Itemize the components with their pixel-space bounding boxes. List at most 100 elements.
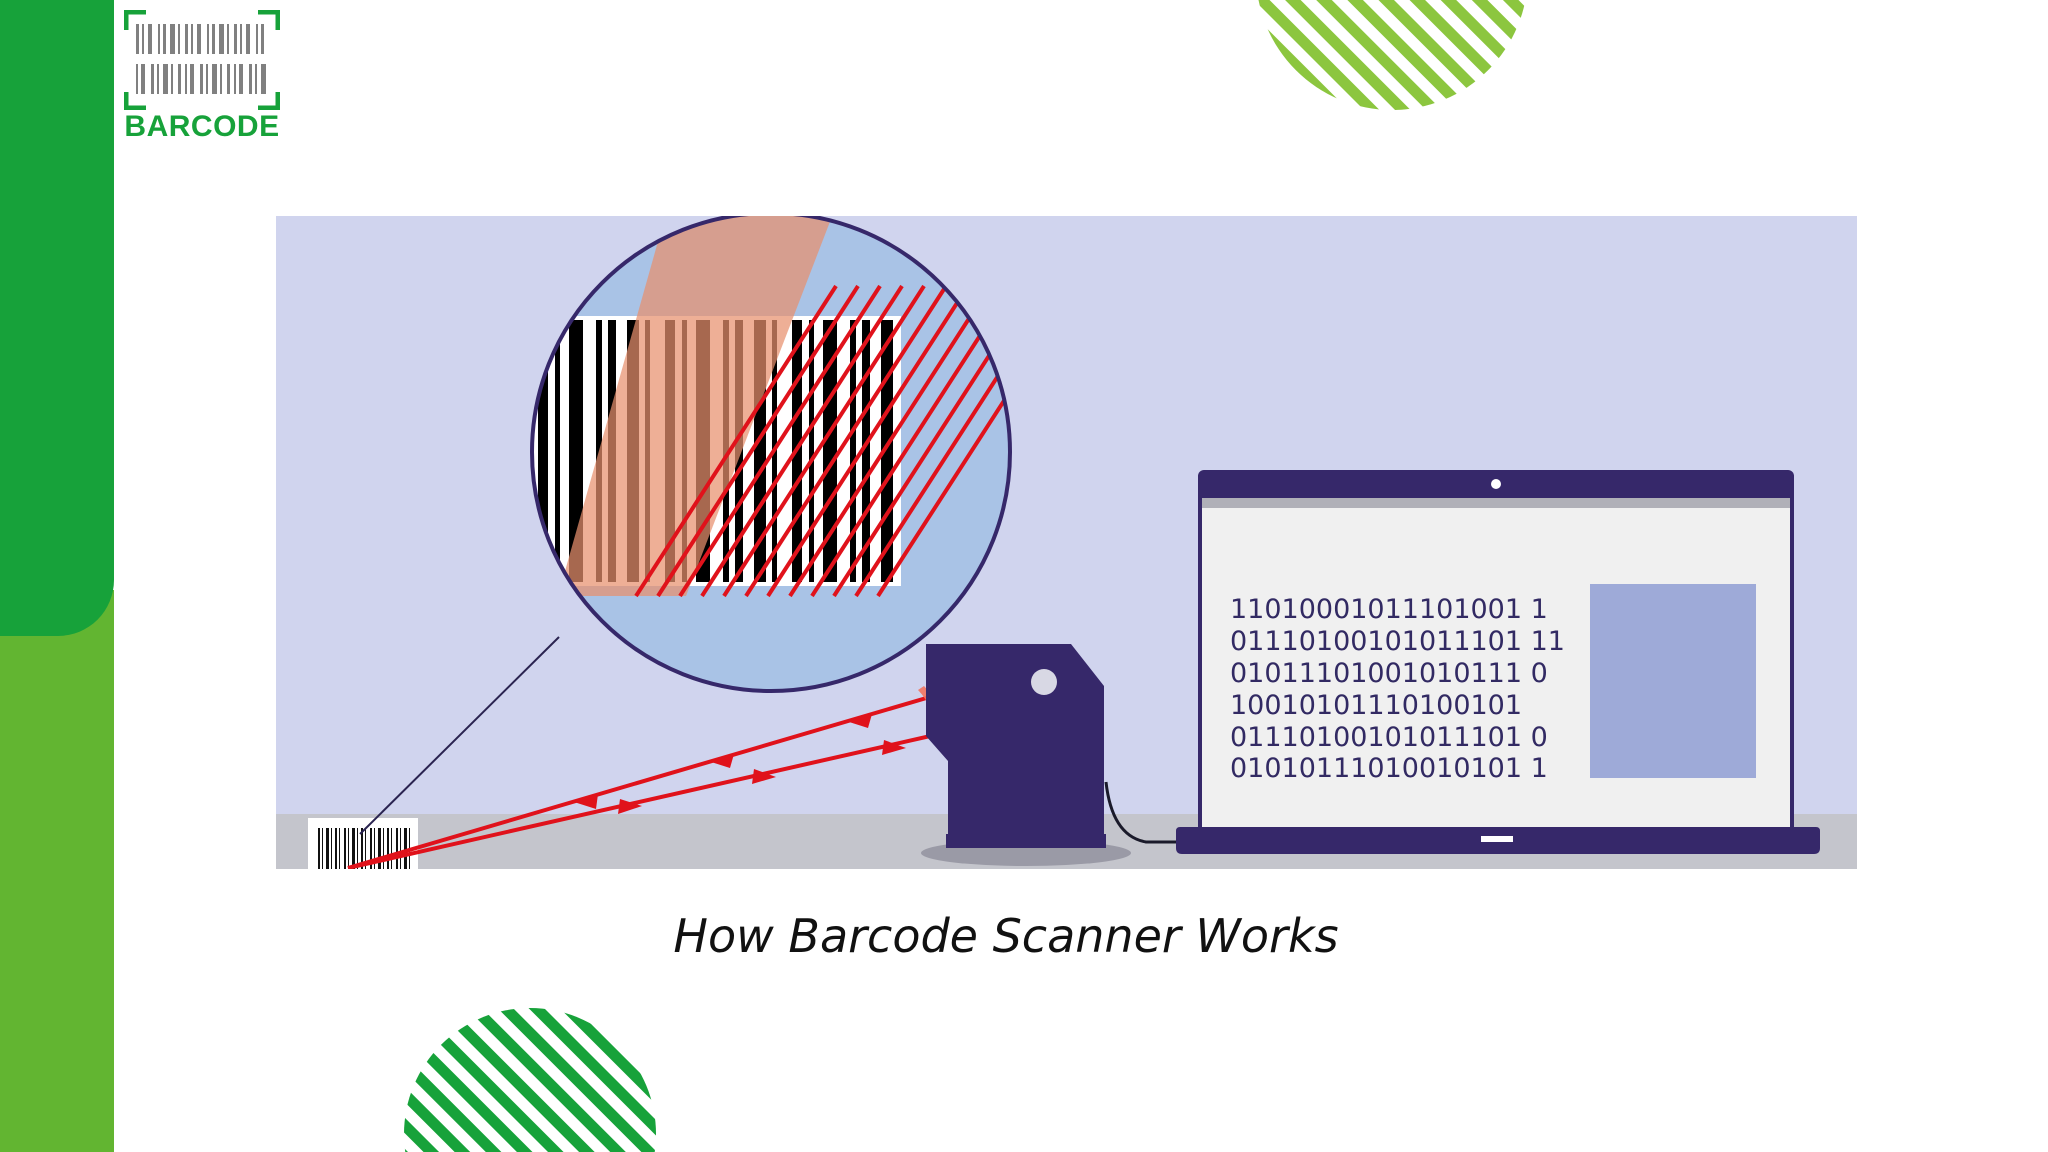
magnifier-circle	[530, 216, 1012, 693]
barcode-bar	[178, 24, 180, 54]
barcode-bar	[239, 64, 243, 94]
logo-barcode-icon	[123, 9, 281, 111]
desk-barcode	[308, 818, 418, 869]
laser-line	[722, 284, 926, 598]
barcode-bar	[136, 24, 139, 54]
barcode-bar	[850, 320, 856, 582]
barcode-bar	[246, 24, 250, 54]
barcode-bar	[200, 64, 203, 94]
barcode-bar	[569, 320, 583, 582]
barcode-bar	[157, 64, 159, 94]
barcode-bar	[335, 828, 337, 869]
caption: How Barcode Scanner Works	[673, 909, 1339, 963]
barcode-bar	[227, 24, 229, 54]
barcode-bar	[352, 828, 355, 869]
barcode-bar	[219, 24, 224, 54]
barcode-bar	[163, 24, 166, 54]
laser-line	[766, 284, 970, 598]
webcam-icon	[1491, 479, 1501, 489]
barcode-bar	[170, 24, 175, 54]
barcode-bar	[151, 64, 154, 94]
barcode-bar	[370, 828, 372, 869]
finger-overlay	[558, 216, 836, 596]
barcode-bar	[400, 828, 401, 869]
laser-line	[700, 284, 904, 598]
barcode-bar	[240, 24, 242, 54]
binary-line: 01110100101011101 0	[1230, 722, 1548, 753]
barcode-bar	[404, 828, 407, 869]
striped-circle-bottom-decoration	[404, 1008, 656, 1152]
laser-beams	[347, 692, 949, 869]
barcode-bar	[365, 828, 366, 869]
striped-circle-top-decoration	[1256, 0, 1528, 110]
barcode-bar	[344, 828, 346, 869]
barcode-bar	[361, 828, 363, 869]
laptop: 11010001011101001 1 01110100101011101 11…	[1176, 470, 1820, 854]
barcode-bar	[185, 64, 187, 94]
barcode-bar	[148, 24, 152, 54]
barcode-bar	[391, 828, 392, 869]
barcode-bar	[378, 828, 381, 869]
laser-line	[656, 284, 860, 598]
barcode-bar	[212, 24, 215, 54]
binary-line: 10010101110100101	[1230, 690, 1522, 721]
barcode-bar	[396, 828, 398, 869]
screen-image-placeholder	[1590, 584, 1756, 778]
barcode-bar	[227, 64, 230, 94]
barcode-bar	[212, 64, 217, 94]
barcode-logo: BARCODE	[123, 9, 281, 146]
barcode-bar	[318, 828, 320, 869]
laser-line	[744, 284, 948, 598]
barcode-bar	[261, 24, 264, 54]
barcode-bar	[823, 320, 837, 582]
barcode-bar	[197, 24, 201, 54]
barcode-bar	[158, 24, 160, 54]
laser-line	[634, 284, 838, 598]
logo-text: BARCODE	[124, 110, 280, 143]
barcode-scanner-illustration: 11010001011101001 1 01110100101011101 11…	[276, 216, 1857, 869]
laser-line	[854, 284, 1010, 598]
barcode-bar	[538, 320, 548, 582]
barcode-bar	[191, 24, 193, 54]
barcode-bar	[142, 24, 144, 54]
laser-line	[876, 284, 1010, 598]
barcode-bar	[234, 64, 236, 94]
barcode-bar	[190, 64, 194, 94]
laser-arrows	[574, 714, 906, 814]
binary-line: 01110100101011101 11	[1230, 626, 1565, 657]
barcode-bar	[331, 828, 332, 869]
barcode-bar	[163, 64, 168, 94]
sidebar-top-band	[0, 0, 114, 636]
barcode-bar	[387, 828, 389, 869]
barcode-bar	[207, 24, 209, 54]
barcode-bar	[206, 64, 208, 94]
barcode-bar	[178, 64, 181, 94]
magnifier-pointer-line	[359, 636, 560, 835]
binary-line: 11010001011101001 1	[1230, 594, 1548, 625]
binary-line: 01010111010010101 1	[1230, 753, 1548, 784]
barcode-bar	[234, 24, 237, 54]
laser-line	[678, 284, 882, 598]
barcode-bar	[261, 64, 266, 94]
barcode-bar	[136, 64, 138, 94]
scanner-device	[921, 644, 1182, 866]
barcode-bar	[809, 320, 814, 582]
barcode-bar	[171, 64, 173, 94]
barcode-bar	[348, 828, 349, 869]
barcode-bar	[322, 828, 323, 869]
binary-line: 01011101001010111 0	[1230, 658, 1548, 689]
barcode-bar	[383, 828, 384, 869]
barcode-bar	[256, 24, 258, 54]
barcode-bar	[141, 64, 145, 94]
laser-line	[788, 284, 992, 598]
sidebar-bottom-band	[0, 590, 114, 1152]
barcode-bar	[339, 828, 340, 869]
barcode-bar	[374, 828, 375, 869]
barcode-bar	[862, 320, 870, 582]
barcode-bar	[555, 320, 560, 582]
barcode-bar	[185, 24, 188, 54]
barcode-bar	[220, 64, 222, 94]
barcode-bar	[357, 828, 358, 869]
barcode-bar	[249, 64, 252, 94]
barcode-bar	[255, 64, 257, 94]
